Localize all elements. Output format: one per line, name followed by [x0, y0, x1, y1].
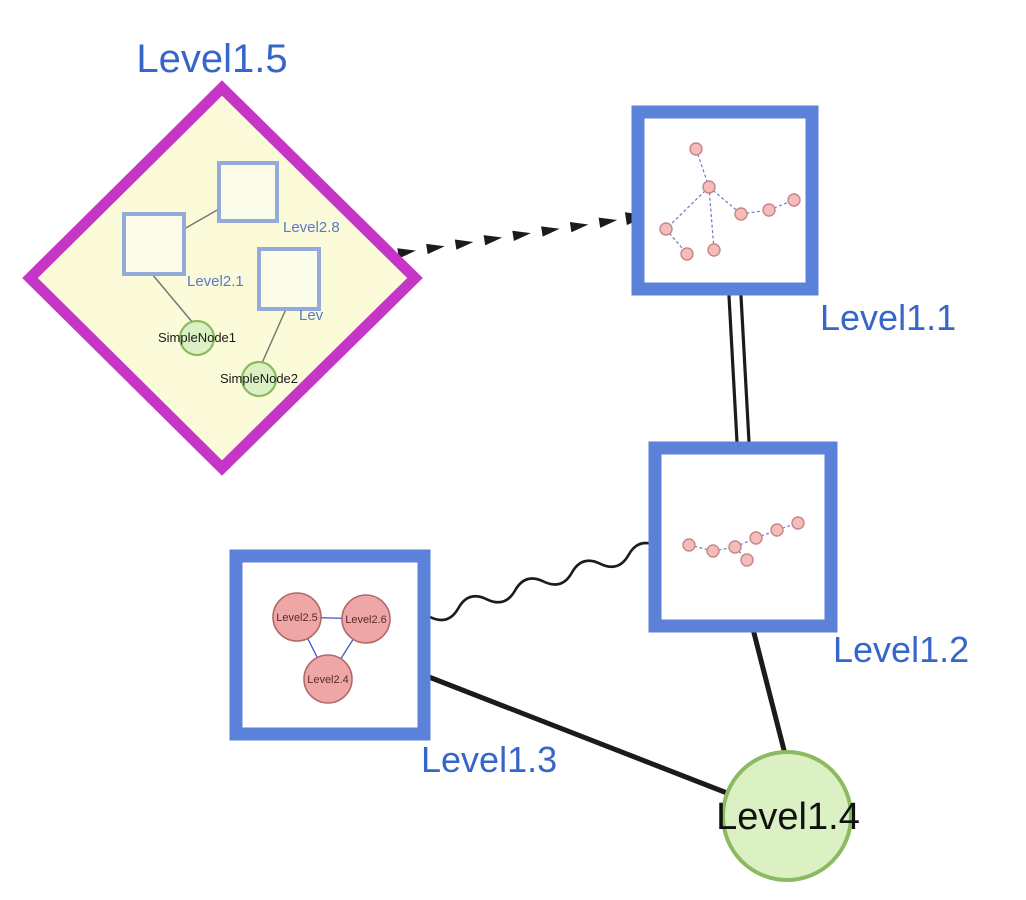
arrowhead-glyph [512, 227, 532, 242]
node-level2_4[interactable] [303, 654, 353, 704]
level2_trunc-label: Lev [299, 307, 324, 324]
node-level1_3[interactable]: Level2.5 Level2.6 Level2.4 Level1.3 [229, 549, 557, 780]
subnode-circle[interactable] [659, 222, 673, 236]
subnode-circle[interactable] [707, 243, 721, 257]
node-level2_6[interactable] [341, 594, 391, 644]
subnode-edge[interactable] [665, 186, 710, 230]
level1_3-frame[interactable] [229, 549, 431, 741]
subnode-circle[interactable] [762, 203, 776, 217]
arrowhead-glyph [598, 214, 618, 228]
node-level1_4[interactable]: Level1.4 [716, 750, 860, 882]
node-level2_trunc[interactable] [257, 247, 321, 311]
double-line-right[interactable] [739, 294, 751, 444]
node-simplenode1[interactable] [178, 319, 216, 357]
subnode-edge[interactable] [688, 544, 714, 552]
node-level1_5[interactable]: Level1.5 Level2.8 Level2.1 Lev SimpleNod… [22, 37, 423, 476]
level1_4-circle[interactable] [721, 750, 853, 882]
subnode-circle[interactable] [787, 193, 801, 207]
subnode-circle[interactable] [734, 207, 748, 221]
edge-level1_5-to-level1_1[interactable] [397, 208, 650, 259]
subnode-circle[interactable] [689, 142, 703, 156]
level2_5-label: Level2.5 [276, 612, 318, 624]
node-level1_2[interactable]: Level1.2 [648, 441, 969, 670]
level1_2-label: Level1.2 [833, 629, 969, 670]
simplenode1-label: SimpleNode1 [158, 330, 236, 345]
subnode-circle[interactable] [680, 247, 694, 261]
subnode-circle[interactable] [740, 553, 754, 567]
edge-level1_2-to-level1_4[interactable] [751, 630, 788, 757]
level2_1-label: Level2.1 [187, 273, 244, 290]
node-level2_5[interactable] [272, 592, 322, 642]
arrowhead-glyph [426, 241, 446, 255]
level1_1-frame[interactable] [631, 105, 819, 296]
subnode-circle[interactable] [791, 516, 805, 530]
node-level1_1[interactable]: Level1.1 [631, 105, 956, 338]
edge-level2_1-to-level2_8[interactable] [183, 208, 220, 230]
level1_5-diamond-shape[interactable] [22, 80, 423, 476]
level1_3-label: Level1.3 [421, 739, 557, 780]
arrowhead-glyph [541, 223, 561, 237]
level1_1-subgraph [659, 142, 801, 261]
level1_1-label: Level1.1 [820, 297, 956, 338]
subnode-circle[interactable] [728, 540, 742, 554]
node-level2_8[interactable] [217, 161, 279, 223]
edge-level1_3-to-level1_2-wavy[interactable] [428, 541, 659, 622]
subnode-circle[interactable] [749, 531, 763, 545]
simplenode2-label: SimpleNode2 [220, 371, 298, 386]
node-simplenode2[interactable] [240, 360, 278, 398]
arrowhead-glyph [569, 219, 590, 233]
edge-level1_1-to-level1_2[interactable] [727, 294, 751, 444]
subnode-circle[interactable] [682, 538, 696, 552]
subnode-circle[interactable] [706, 544, 720, 558]
edge-level2_1-to-simplenode1[interactable] [151, 273, 194, 324]
subnode-edge[interactable] [708, 186, 742, 215]
level1_5-label: Level1.5 [136, 37, 287, 81]
double-line-left[interactable] [727, 294, 739, 444]
level2_6-label: Level2.6 [345, 614, 387, 626]
edge-lev-to-simplenode2[interactable] [261, 308, 287, 364]
node-level2_1[interactable] [122, 212, 186, 276]
level2_4-label: Level2.4 [307, 674, 349, 686]
level1_4-label: Level1.4 [716, 796, 860, 838]
level2_8-label: Level2.8 [283, 219, 340, 236]
subnode-circle[interactable] [770, 523, 784, 537]
subnode-circle[interactable] [702, 180, 716, 194]
level1_2-subgraph [682, 516, 805, 567]
level1_2-frame[interactable] [648, 441, 838, 633]
arrowhead-glyph [483, 232, 503, 246]
edge-level1_3-to-level1_4[interactable] [426, 674, 730, 796]
arrowhead-glyph [454, 236, 475, 250]
